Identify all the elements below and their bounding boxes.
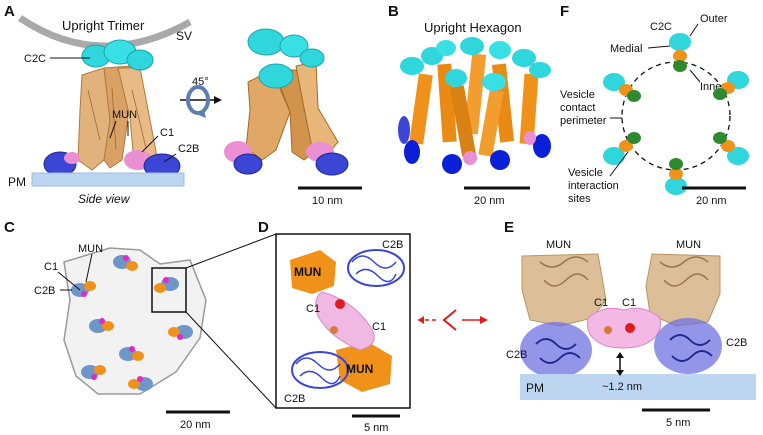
c2b-label-c: C2B (34, 285, 55, 297)
c2b-ribbons-e (535, 334, 713, 364)
zoom-box-c (151, 267, 187, 313)
c2b-ribbon-bottom (295, 357, 341, 385)
panel-a: A Upright Trimer SV PM Side view C2C MUN (4, 3, 362, 207)
vesicle-int-line3: sites (568, 193, 591, 205)
c2b-bottom-label-d: C2B (284, 393, 305, 405)
vesicle-contact-line3: perimeter (560, 115, 607, 127)
panel-d: D MUN MUN C1 C1 C2B C2B 5 nm (258, 219, 411, 434)
scale-b-label: 20 nm (474, 195, 505, 207)
c2b-leader-a (163, 153, 177, 163)
pm-label-a: PM (8, 175, 26, 189)
c2b-domain-right-e (654, 318, 722, 374)
c2c-domains-side (81, 39, 154, 71)
c2c-label-f: C2C (650, 21, 672, 33)
c1-right-label-d: C1 (372, 321, 386, 333)
munc13-trimer-side (77, 65, 159, 171)
mun-left-label-e: MUN (546, 239, 571, 251)
panel-b: B Upright Hexagon (388, 3, 551, 207)
c2b-right-label-e: C2B (726, 337, 747, 349)
panel-c-letter: C (4, 219, 15, 236)
vesicle-contact-line2: contact (560, 102, 595, 114)
c1-right-label-e: C1 (622, 297, 636, 309)
c1-left-label-e: C1 (594, 297, 608, 309)
c2b-domain-top-d (347, 249, 405, 287)
panel-a-letter: A (4, 3, 15, 20)
mun-blob-bottom (336, 342, 392, 392)
view-direction-eye-icon (418, 309, 488, 331)
rotate-45-icon (180, 85, 222, 118)
zoom-line-top (185, 233, 277, 269)
distance-arrowhead-top (616, 352, 624, 358)
mun-blob-top (290, 250, 336, 294)
plasma-membrane-a (31, 172, 185, 187)
mun-helices-e (539, 256, 709, 287)
c1-dimer-e (586, 307, 662, 349)
mun-label-c: MUN (78, 243, 103, 255)
c1-left-label-d: C1 (306, 303, 320, 315)
int-leader (609, 151, 629, 177)
c1-dimer-d (315, 291, 375, 351)
upright-hexagon-model (398, 37, 551, 174)
vesicle-int-line2: interaction (568, 180, 619, 192)
outer-label: Outer (700, 13, 728, 25)
zinc-ion-top (335, 299, 345, 309)
zinc-ion-e (625, 323, 635, 333)
c1-label-a: C1 (160, 127, 174, 139)
mun-domain-left-e (521, 253, 607, 327)
c1-label-c: C1 (44, 261, 58, 273)
c1-leader-c (57, 271, 81, 291)
mun-leader-a (109, 120, 117, 139)
vesicle-contact-line1: Vesicle (560, 89, 595, 101)
panel-b-letter: B (388, 3, 399, 20)
panel-e-letter: E (504, 219, 514, 236)
c2b-label-a: C2B (178, 143, 199, 155)
vesicle-contact-ring (621, 61, 731, 171)
panel-a-title: Upright Trimer (62, 18, 145, 33)
pm-label-e: PM (526, 381, 544, 395)
distance-label: ~1.2 nm (602, 381, 642, 393)
zinc-ion-bottom (330, 326, 338, 334)
inner-leader (689, 69, 701, 83)
mun-bottom-label-d: MUN (346, 362, 373, 376)
scale-f-label: 20 nm (696, 195, 727, 207)
c2b-domain-left-e (520, 322, 592, 378)
scale-a-label: 10 nm (312, 195, 343, 207)
scale-c-label: 20 nm (180, 419, 211, 431)
panel-e: E MUN MUN C1 C1 C2B C2B PM ~1.2 nm 5 nm (504, 219, 756, 429)
c2b-left-label-e: C2B (506, 349, 527, 361)
distance-arrowhead-bottom (616, 370, 624, 376)
side-view-label: Side view (78, 192, 131, 206)
c2b-ribbon-top (351, 255, 397, 283)
medial-label: Medial (610, 43, 642, 55)
mun-right-label-e: MUN (676, 239, 701, 251)
panel-b-title: Upright Hexagon (424, 20, 522, 35)
munc13-trimer-rotated (224, 28, 349, 176)
c2b-top-label-d: C2B (382, 239, 403, 251)
plasma-membrane-e (520, 374, 756, 400)
vesicle-int-line1: Vesicle (568, 167, 603, 179)
medial-leader (647, 45, 671, 49)
mun-top-label-d: MUN (294, 265, 321, 279)
rotation-label: 45° (192, 76, 209, 88)
c2b-domain-bottom-d (291, 351, 349, 389)
panel-f: F C2C Outer Medial Inner Vesicle contact… (560, 3, 749, 207)
zinc-ion-e2 (604, 326, 612, 334)
scale-e-label: 5 nm (666, 417, 690, 429)
c1-leader-a (141, 135, 159, 153)
panel-c: C MUN C1 C2B 20 nm (4, 219, 277, 431)
panel-d-letter: D (258, 219, 269, 236)
outer-leader (689, 23, 699, 37)
hexagon-top-view-f (603, 33, 749, 195)
panel-f-letter: F (560, 3, 569, 20)
mun-label-a: MUN (112, 109, 137, 121)
zoom-line-bottom (185, 311, 277, 409)
scale-d-label: 5 nm (364, 422, 388, 434)
c2c-label-a: C2C (24, 53, 46, 65)
mun-leader-c (85, 253, 93, 283)
sv-label: SV (176, 29, 192, 43)
